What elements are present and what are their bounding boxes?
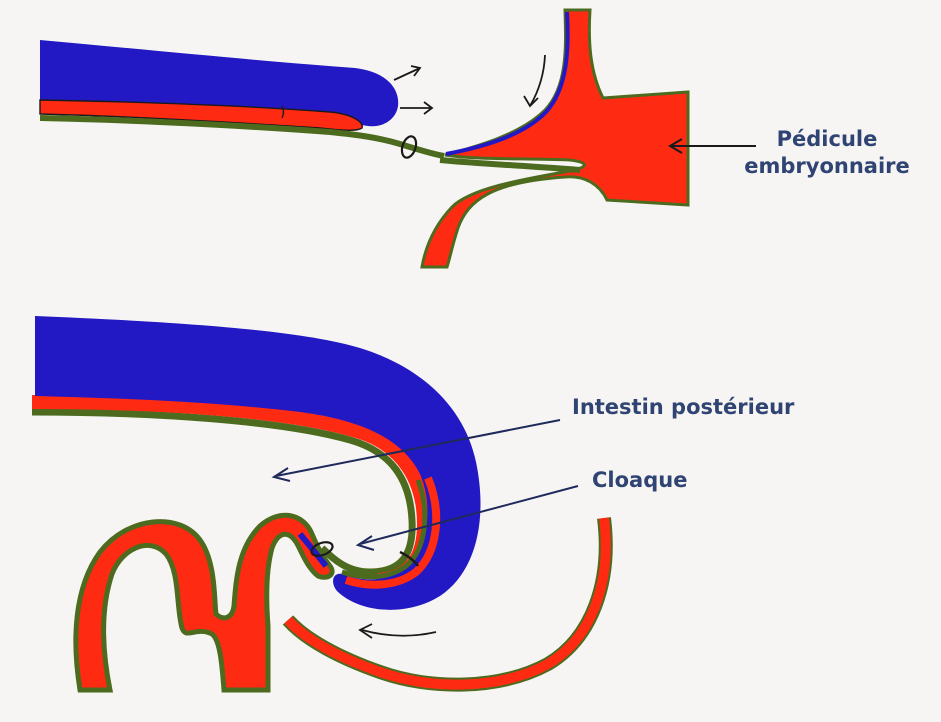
top-mesoderm [39,99,363,131]
bottom-curved-arrow [358,623,437,639]
tail-folds [73,512,335,693]
cloaque-pointer [355,485,579,551]
fold-arrow-right [400,101,434,115]
bottom-ectoderm [35,316,481,610]
bottom-mesoderm [31,395,432,587]
cloaque-label: Cloaque [592,468,688,492]
curl-inner-endoderm [341,479,428,580]
pedicule-label: Pédicule embryonnaire [722,126,932,180]
outer-amnion-red [284,517,611,690]
intestin-label: Intestin postérieur [572,395,795,419]
mesoderm-notch [281,105,285,119]
bottom-panel [31,316,613,693]
cloacal-membrane-loop [400,135,418,159]
curl-inner-edge [344,476,441,589]
fold-arrow-up [393,65,422,81]
curl-tick [399,550,419,567]
membrane-strip [297,532,329,568]
pedicule-pointer [668,138,756,154]
amnion-edge [445,11,570,156]
bottom-endoderm [31,408,416,576]
intestin-pointer [271,419,561,482]
fold-arrow-curved [523,54,546,108]
cloacal-membrane-loop-bottom [310,541,334,557]
body-stalk [420,8,690,269]
pedicule-line2: embryonnaire [744,154,910,178]
pedicule-line1: Pédicule [776,127,878,151]
top-panel [39,8,756,269]
stalk-endoderm [439,157,581,173]
